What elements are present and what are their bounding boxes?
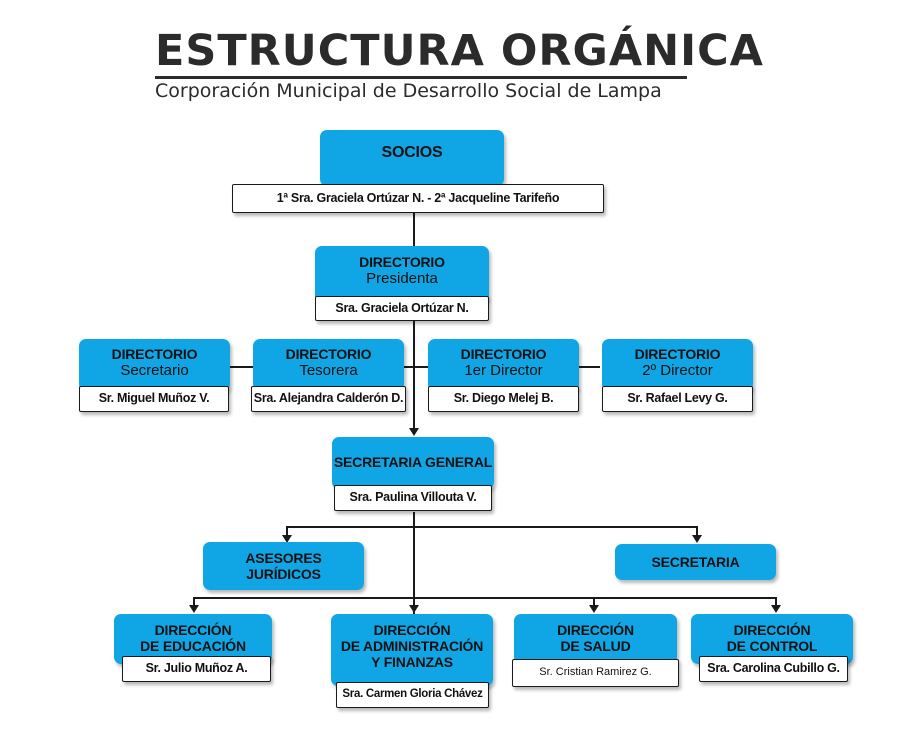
direccion-educacion-line2: DE EDUCACIÓN — [140, 638, 246, 654]
connector-directors-row — [230, 366, 600, 368]
director-primer-box: DIRECTORIO 1er Director — [428, 339, 579, 391]
director-segundo-name: Sr. Rafael Levy G. — [602, 386, 753, 412]
direccion-salud-box: DIRECCIÓN DE SALUD — [514, 614, 677, 664]
director-tesorera-name: Sra. Alejandra Calderón D. — [251, 386, 406, 412]
arrow-to-direccion-administracion — [409, 605, 419, 613]
presidenta-box: DIRECTORIO Presidenta — [315, 246, 489, 302]
director-secretario-name: Sr. Miguel Muñoz V. — [79, 386, 229, 412]
director-primer-title: DIRECTORIO — [460, 346, 547, 362]
secretaria-box: SECRETARIA — [615, 544, 776, 580]
direccion-control-line1: DIRECCIÓN — [733, 622, 811, 638]
direccion-control-line2: DE CONTROL — [726, 638, 818, 654]
connector-lower-branch — [193, 597, 777, 599]
socios-box: SOCIOS — [320, 130, 504, 186]
direccion-control-name: Sra. Carolina Cubillo G. — [699, 656, 848, 682]
connector-upper-branch-right-drop — [696, 526, 698, 536]
director-secretario-box: DIRECTORIO Secretario — [79, 339, 230, 391]
socios-title: SOCIOS — [381, 144, 443, 161]
direccion-educacion-name: Sr. Julio Muñoz A. — [122, 656, 271, 682]
arrow-to-secretaria-general — [409, 428, 419, 436]
direccion-administracion-line3: Y FINANZAS — [371, 654, 453, 670]
director-secretario-title: DIRECTORIO — [111, 346, 198, 362]
arrow-to-secretaria — [692, 535, 702, 543]
secretaria-general-title: SECRETARIA GENERAL — [333, 454, 493, 470]
presidenta-subtitle: Presidenta — [366, 270, 438, 287]
arrow-to-direccion-salud — [589, 605, 599, 613]
title-underline — [155, 76, 687, 79]
arrow-to-direccion-control — [771, 605, 781, 613]
direccion-salud-line2: DE SALUD — [560, 638, 631, 654]
asesores-line2: JURÍDICOS — [246, 566, 321, 582]
secretaria-general-name: Sra. Paulina Villouta V. — [334, 485, 492, 511]
direccion-control-box: DIRECCIÓN DE CONTROL — [691, 614, 853, 664]
director-primer-subtitle: 1er Director — [464, 362, 543, 379]
presidenta-name: Sra. Graciela Ortúzar N. — [315, 296, 489, 321]
director-tesorera-box: DIRECTORIO Tesorera — [253, 339, 404, 391]
director-segundo-title: DIRECTORIO — [634, 346, 721, 362]
arrow-to-direccion-educacion — [189, 605, 199, 613]
director-secretario-subtitle: Secretario — [120, 362, 189, 379]
secretaria-general-box: SECRETARIA GENERAL — [332, 437, 494, 489]
direccion-administracion-box: DIRECCIÓN DE ADMINISTRACIÓN Y FINANZAS — [331, 614, 493, 686]
direccion-educacion-line1: DIRECCIÓN — [154, 622, 232, 638]
connector-socios-to-presidenta — [413, 212, 415, 246]
director-tesorera-title: DIRECTORIO — [285, 346, 372, 362]
direccion-administracion-line2: DE ADMINISTRACIÓN — [340, 638, 484, 654]
secretaria-title: SECRETARIA — [651, 554, 740, 570]
direccion-salud-line1: DIRECCIÓN — [557, 622, 634, 638]
direccion-administracion-name: Sra. Carmen Gloria Chávez — [336, 682, 489, 708]
director-primer-name: Sr. Diego Melej B. — [428, 386, 579, 412]
direccion-salud-name: Sr. Cristian Ramirez G. — [512, 659, 679, 687]
asesores-line1: ASESORES — [245, 550, 322, 566]
connector-lower-branch-drop-4 — [775, 597, 777, 606]
connector-upper-branch — [286, 526, 698, 528]
director-tesorera-subtitle: Tesorera — [299, 362, 358, 379]
direccion-administracion-line1: DIRECCIÓN — [373, 622, 451, 638]
presidenta-title: DIRECTORIO — [359, 254, 445, 270]
connector-secretaria-general-to-departments — [413, 512, 415, 614]
socios-names: 1ª Sra. Graciela Ortúzar N. - 2ª Jacquel… — [232, 184, 604, 213]
connector-presidenta-to-secretaria-general — [413, 321, 415, 429]
page-subtitle: Corporación Municipal de Desarrollo Soci… — [155, 80, 662, 102]
direccion-educacion-box: DIRECCIÓN DE EDUCACIÓN — [114, 614, 272, 664]
connector-upper-branch-left-drop — [286, 526, 288, 536]
page-title: ESTRUCTURA ORGÁNICA — [155, 26, 764, 76]
connector-lower-branch-drop-3 — [593, 597, 595, 606]
director-segundo-subtitle: 2º Director — [642, 362, 713, 379]
director-segundo-box: DIRECTORIO 2º Director — [602, 339, 753, 391]
connector-lower-branch-drop-1 — [193, 597, 195, 606]
asesores-juridicos-box: ASESORES JURÍDICOS — [203, 542, 364, 590]
arrow-to-asesores — [282, 535, 292, 543]
